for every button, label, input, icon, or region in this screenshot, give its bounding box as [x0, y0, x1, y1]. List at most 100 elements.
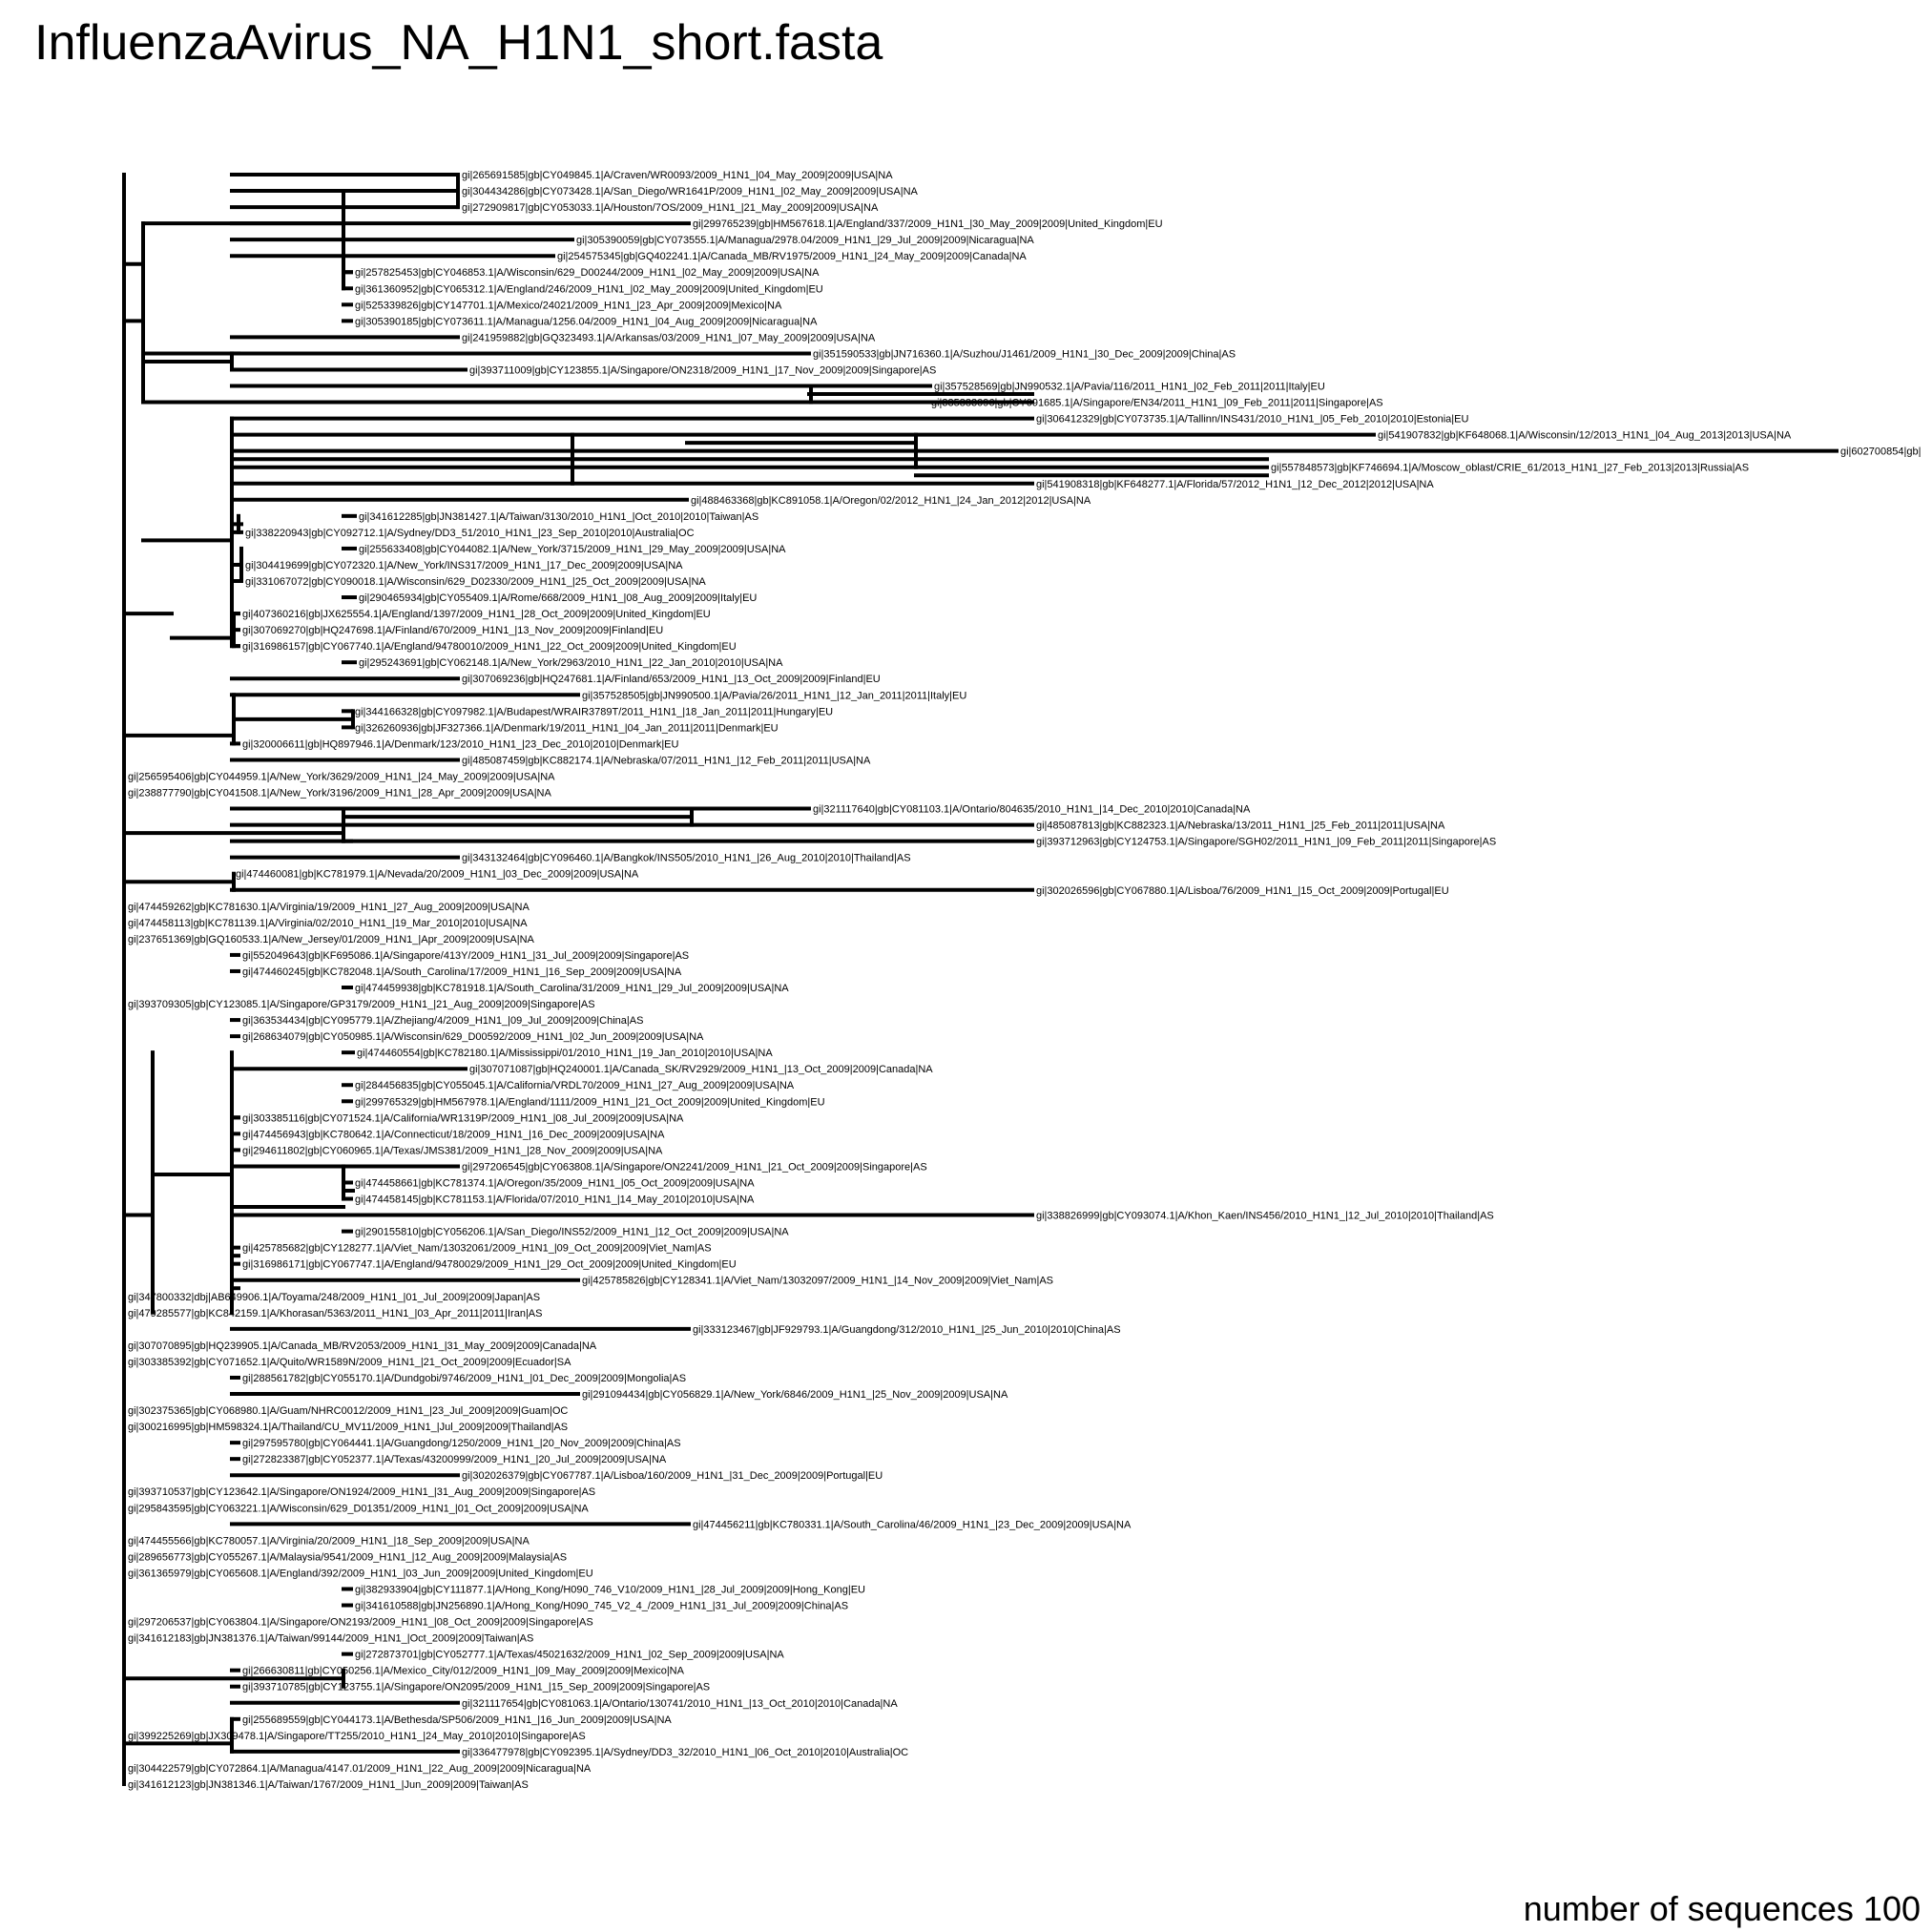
leaf-label: gi|272823387|gb|CY052377.1|A/Texas/43200…: [242, 1454, 667, 1465]
leaf-label: gi|321117654|gb|CY081063.1|A/Ontario/130…: [462, 1698, 898, 1710]
leaf-label: gi|525339826|gb|CY147701.1|A/Mexico/2402…: [355, 300, 782, 311]
leaf-label: gi|347800332|dbj|AB649906.1|A/Toyama/248…: [128, 1292, 540, 1303]
leaf-label: gi|297206545|gb|CY063808.1|A/Singapore/O…: [462, 1161, 927, 1173]
leaf-label: gi|474459938|gb|KC781918.1|A/South_Carol…: [355, 983, 789, 994]
leaf-label: gi|304434286|gb|CY073428.1|A/San_Diego/W…: [462, 186, 919, 197]
leaf-label: gi|335883096|gb|CY091685.1|A/Singapore/E…: [931, 398, 1383, 409]
leaf-label: gi|341612285|gb|JN381427.1|A/Taiwan/3130…: [359, 511, 758, 523]
leaf-label: gi|425785682|gb|CY128277.1|A/Viet_Nam/13…: [242, 1243, 712, 1255]
leaf-label: gi|425785826|gb|CY128341.1|A/Viet_Nam/13…: [582, 1276, 1053, 1287]
leaf-label: gi|254575345|gb|GQ402241.1|A/Canada_MB/R…: [557, 251, 1027, 262]
leaf-label: gi|302026596|gb|CY067880.1|A/Lisboa/76/2…: [1036, 885, 1449, 897]
leaf-label: gi|541907832|gb|KF648068.1|A/Wisconsin/1…: [1378, 430, 1792, 442]
leaf-label: gi|488463368|gb|KC891058.1|A/Oregon/02/2…: [691, 495, 1091, 507]
leaf-label: gi|344166328|gb|CY097982.1|A/Budapest/WR…: [355, 706, 833, 717]
leaf-label: gi|305390185|gb|CY073611.1|A/Managua/125…: [355, 316, 818, 327]
leaf-label: gi|479285577|gb|KC842159.1|A/Khorasan/53…: [128, 1308, 542, 1319]
leaf-label: gi|338826999|gb|CY093074.1|A/Khon_Kaen/I…: [1036, 1211, 1494, 1222]
leaf-label: gi|303385392|gb|CY071652.1|A/Quito/WR158…: [128, 1357, 571, 1368]
leaf-label: gi|290465934|gb|CY055409.1|A/Rome/668/20…: [359, 592, 757, 604]
leaf-label: gi|295843595|gb|CY063221.1|A/Wisconsin/6…: [128, 1503, 589, 1514]
leaf-label: gi|307071087|gb|HQ240001.1|A/Canada_SK/R…: [469, 1064, 933, 1075]
leaf-label: gi|304422579|gb|CY072864.1|A/Managua/414…: [128, 1763, 592, 1775]
leaf-label: gi|299765329|gb|HM567978.1|A/England/111…: [355, 1096, 825, 1108]
leaf-label: gi|557848573|gb|KF746694.1|A/Moscow_obla…: [1271, 463, 1749, 474]
leaf-label: gi|284456835|gb|CY055045.1|A/California/…: [355, 1080, 795, 1091]
leaf-label: gi|302375365|gb|CY068980.1|A/Guam/NHRC00…: [128, 1405, 568, 1417]
leaf-label: gi|316986171|gb|CY067747.1|A/England/947…: [242, 1259, 737, 1271]
leaf-label: gi|300216995|gb|HM598324.1|A/Thailand/CU…: [128, 1422, 568, 1433]
leaf-label: gi|303385116|gb|CY071524.1|A/California/…: [242, 1112, 684, 1124]
leaf-label: gi|393712963|gb|CY124753.1|A/Singapore/S…: [1036, 837, 1496, 848]
leaf-label: gi|302026379|gb|CY067787.1|A/Lisboa/160/…: [462, 1470, 883, 1482]
leaf-label: gi|474458145|gb|KC781153.1|A/Florida/07/…: [355, 1195, 755, 1206]
leaf-label: gi|382933904|gb|CY111877.1|A/Hong_Kong/H…: [355, 1584, 865, 1595]
leaf-label: gi|338220943|gb|CY092712.1|A/Sydney/DD3_…: [245, 528, 695, 539]
leaf-label: gi|288561782|gb|CY055170.1|A/Dundgobi/97…: [242, 1373, 686, 1384]
page-title: InfluenzaAvirus_NA_H1N1_short.fasta: [34, 15, 883, 71]
leaf-label: gi|541908318|gb|KF648277.1|A/Florida/57/…: [1036, 479, 1434, 490]
leaf-label: gi|474456943|gb|KC780642.1|A/Connecticut…: [242, 1129, 665, 1140]
leaf-label: gi|474460245|gb|KC782048.1|A/South_Carol…: [242, 966, 682, 978]
leaf-label: gi|393710785|gb|CY123755.1|A/Singapore/O…: [242, 1682, 710, 1693]
leaf-label: gi|297206537|gb|CY063804.1|A/Singapore/O…: [128, 1617, 593, 1629]
leaf-label: gi|307070895|gb|HQ239905.1|A/Canada_MB/R…: [128, 1340, 597, 1352]
leaf-label: gi|351590533|gb|JN716360.1|A/Suzhou/J146…: [813, 348, 1236, 360]
leaf-label: gi|341612123|gb|JN381346.1|A/Taiwan/1767…: [128, 1779, 529, 1791]
leaf-label: gi|485087459|gb|KC882174.1|A/Nebraska/07…: [462, 755, 871, 766]
leaf-label: gi|474459262|gb|KC781630.1|A/Virginia/19…: [128, 902, 530, 913]
leaf-label: gi|307069270|gb|HQ247698.1|A/Finland/670…: [242, 625, 663, 636]
leaf-label: gi|331067072|gb|CY090018.1|A/Wisconsin/6…: [245, 576, 706, 588]
leaf-label: gi|361360952|gb|CY065312.1|A/England/246…: [355, 283, 823, 295]
leaf-label: gi|474460081|gb|KC781979.1|A/Nevada/20/2…: [236, 869, 639, 881]
leaf-label: gi|363534434|gb|CY095779.1|A/Zhejiang/4/…: [242, 1015, 643, 1027]
leaf-label: gi|333123467|gb|JF929793.1|A/Guangdong/3…: [693, 1324, 1121, 1336]
leaf-label: gi|265691585|gb|CY049845.1|A/Craven/WR00…: [462, 170, 893, 181]
leaf-label: gi|326260936|gb|JF327366.1|A/Denmark/19/…: [355, 722, 779, 734]
leaf-label: gi|485087813|gb|KC882323.1|A/Nebraska/13…: [1036, 821, 1445, 832]
leaf-label: gi|306412329|gb|CY073735.1|A/Tallinn/INS…: [1036, 414, 1468, 426]
leaf-label: gi|294611802|gb|CY060965.1|A/Texas/JMS38…: [242, 1145, 663, 1156]
leaf-label: gi|290155810|gb|CY056206.1|A/San_Diego/I…: [355, 1227, 789, 1238]
leaf-label: gi|304419699|gb|CY072320.1|A/New_York/IN…: [245, 560, 683, 571]
leaf-label: gi|474458661|gb|KC781374.1|A/Oregon/35/2…: [355, 1177, 755, 1189]
leaf-label: gi|474460554|gb|KC782180.1|A/Mississippi…: [357, 1048, 773, 1059]
leaf-label: gi|272873701|gb|CY052777.1|A/Texas/45021…: [355, 1650, 784, 1661]
leaf-label: gi|341610588|gb|JN256890.1|A/Hong_Kong/H…: [355, 1601, 848, 1612]
leaf-label: gi|393711009|gb|CY123855.1|A/Singapore/O…: [469, 364, 936, 376]
leaf-label: gi|316986157|gb|CY067740.1|A/England/947…: [242, 641, 737, 653]
leaf-label: gi|237651369|gb|GQ160533.1|A/New_Jersey/…: [128, 934, 535, 945]
leaf-label: gi|321117640|gb|CY081103.1|A/Ontario/804…: [813, 804, 1251, 816]
leaf-label: gi|552049643|gb|KF695086.1|A/Singapore/4…: [242, 950, 689, 962]
leaf-label: gi|336477978|gb|CY092395.1|A/Sydney/DD3_…: [462, 1747, 908, 1758]
sequence-count-label: number of sequences 100: [1523, 1889, 1921, 1928]
leaf-label: gi|357528569|gb|JN990532.1|A/Pavia/116/2…: [934, 382, 1325, 393]
leaf-label: gi|289656773|gb|CY055267.1|A/Malaysia/95…: [128, 1551, 567, 1563]
leaf-label: gi|238877790|gb|CY041508.1|A/New_York/31…: [128, 788, 552, 800]
leaf-label: gi|266630811|gb|CY050256.1|A/Mexico_City…: [242, 1666, 685, 1677]
leaf-label: gi|343132464|gb|CY096460.1|A/Bangkok/INS…: [462, 853, 911, 864]
leaf-label: gi|393710537|gb|CY123642.1|A/Singapore/O…: [128, 1486, 595, 1498]
leaf-label: gi|255633408|gb|CY044082.1|A/New_York/37…: [359, 544, 786, 555]
leaf-label: gi|399225269|gb|JX309478.1|A/Singapore/T…: [128, 1731, 586, 1742]
leaf-label: gi|268634079|gb|CY050985.1|A/Wisconsin/6…: [242, 1031, 704, 1043]
leaf-label: gi|291094434|gb|CY056829.1|A/New_York/68…: [582, 1389, 1008, 1401]
leaf-label: gi|255689559|gb|CY044173.1|A/Bethesda/SP…: [242, 1714, 672, 1726]
leaf-label: gi|407360216|gb|JX625554.1|A/England/139…: [242, 609, 711, 620]
leaf-label: gi|474456211|gb|KC780331.1|A/South_Carol…: [693, 1519, 1132, 1530]
leaf-label: gi|307069236|gb|HQ247681.1|A/Finland/653…: [462, 674, 881, 685]
leaf-label: gi|272909817|gb|CY053033.1|A/Houston/7OS…: [462, 202, 879, 214]
leaf-label: gi|393709305|gb|CY123085.1|A/Singapore/G…: [128, 999, 595, 1010]
leaf-label: gi|256595406|gb|CY044959.1|A/New_York/36…: [128, 771, 555, 782]
leaf-label: gi|474458113|gb|KC781139.1|A/Virginia/02…: [128, 918, 528, 929]
leaf-label: gi|295243691|gb|CY062148.1|A/New_York/29…: [359, 657, 783, 669]
leaf-label: gi|361365979|gb|CY065608.1|A/England/392…: [128, 1568, 593, 1579]
leaf-label: gi|297595780|gb|CY064441.1|A/Guangdong/1…: [242, 1438, 681, 1449]
leaf-label: gi|299765239|gb|HM567618.1|A/England/337…: [693, 218, 1163, 230]
leaf-label: gi|602700854|gb|: [1840, 447, 1921, 458]
leaf-label: gi|241959882|gb|GQ323493.1|A/Arkansas/03…: [462, 332, 876, 343]
leaf-label: gi|357528505|gb|JN990500.1|A/Pavia/26/20…: [582, 690, 966, 701]
leaf-label: gi|257825453|gb|CY046853.1|A/Wisconsin/6…: [355, 267, 820, 279]
leaf-label: gi|305390059|gb|CY073555.1|A/Managua/297…: [576, 235, 1034, 246]
